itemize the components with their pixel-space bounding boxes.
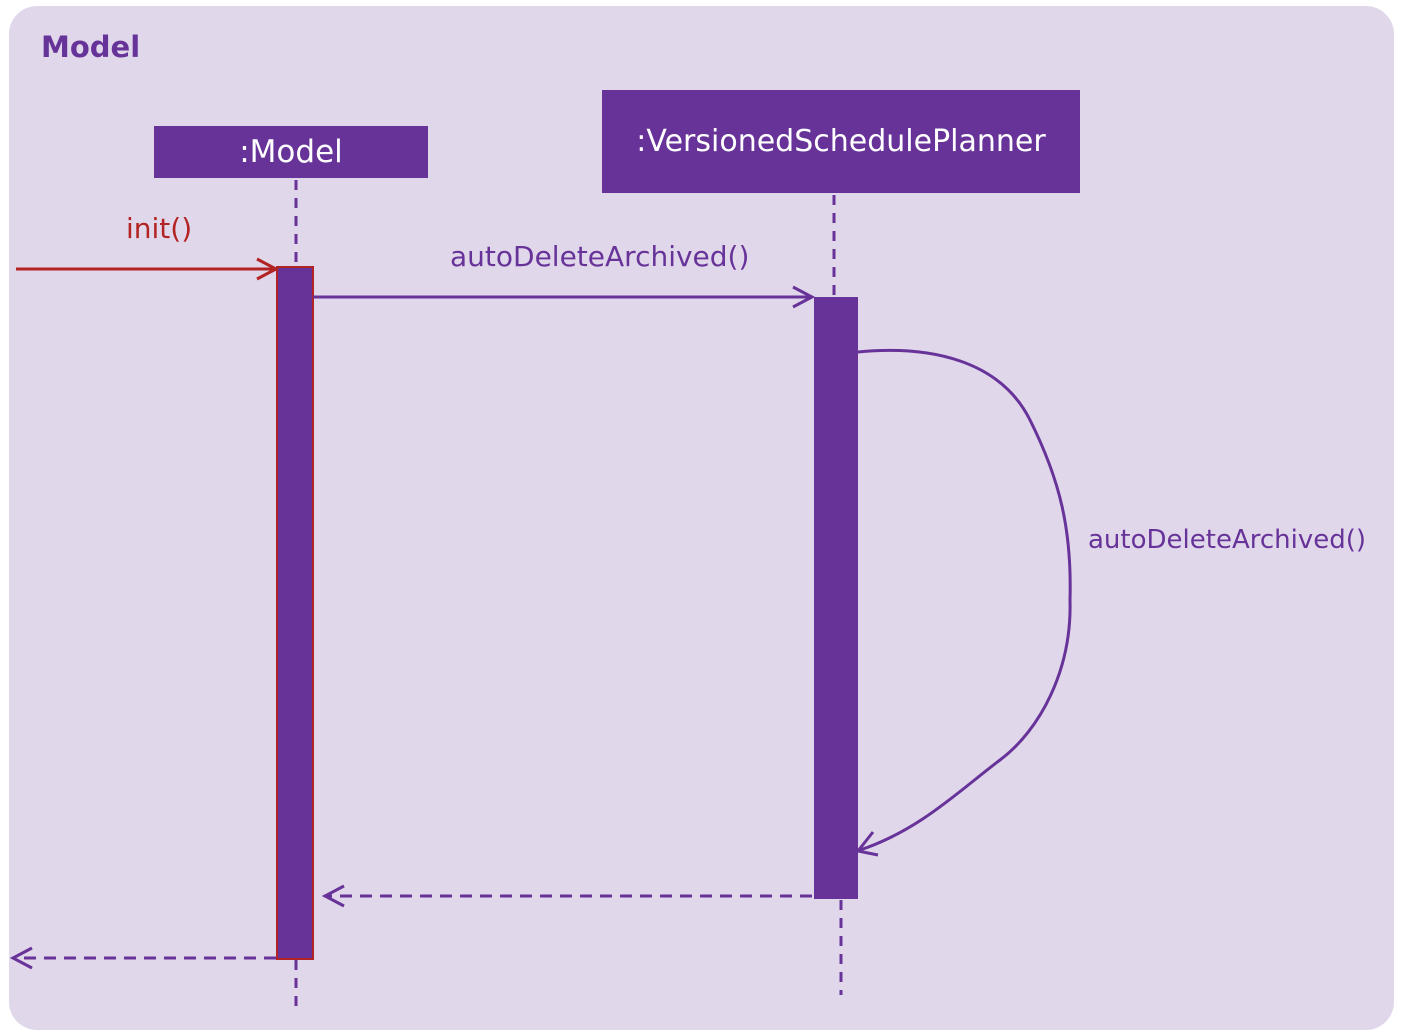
- planner-lifeline-label: :VersionedSchedulePlanner: [636, 124, 1046, 159]
- planner-activation-bar: [814, 297, 858, 899]
- return-arrow-model-head: [9, 946, 33, 970]
- planner-lifeline-header: :VersionedSchedulePlanner: [602, 90, 1080, 193]
- self-call-arrowhead: [855, 831, 879, 857]
- return-arrow-planner-head: [321, 884, 345, 908]
- model-lifeline-label: :Model: [239, 134, 343, 170]
- init-arrowhead: [256, 257, 280, 281]
- call-message-label: autoDeleteArchived(): [450, 240, 750, 273]
- model-activation-bar: [276, 266, 314, 960]
- frame-title: Model: [41, 30, 141, 64]
- self-call-message-label: autoDeleteArchived(): [1088, 525, 1367, 555]
- init-message-label: init(): [126, 212, 193, 245]
- call-arrowhead: [792, 285, 816, 309]
- self-call-loop: [857, 348, 1072, 852]
- model-lifeline-header: :Model: [154, 126, 428, 178]
